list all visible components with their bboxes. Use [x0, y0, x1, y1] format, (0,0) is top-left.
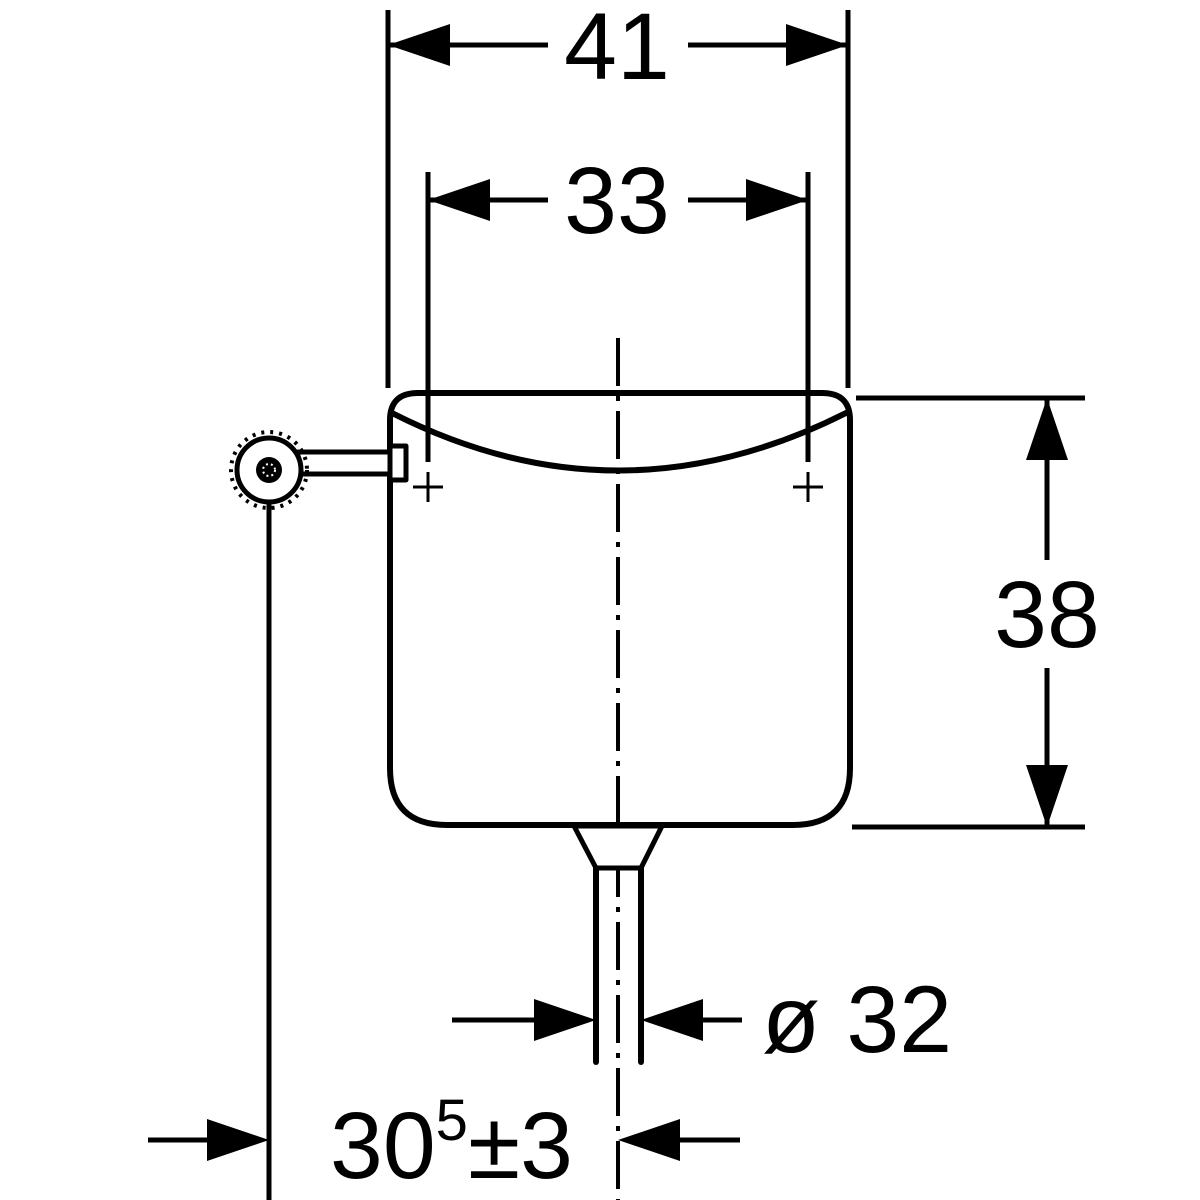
dimension-fixing-width: 33	[425, 148, 811, 462]
dimension-outlet-diameter: ø 32	[452, 967, 952, 1073]
arrowhead-left-icon	[641, 999, 703, 1041]
valve-center-texture-icon	[262, 463, 276, 477]
arrowhead-up-icon	[1026, 398, 1068, 460]
arrowhead-right-icon	[207, 1119, 269, 1161]
dimension-label-33: 33	[564, 148, 670, 254]
inlet-bulkhead-fitting	[387, 443, 409, 483]
arrowhead-right-icon	[746, 179, 808, 221]
arrowhead-down-icon	[1026, 765, 1068, 827]
flush-height-base: 30	[330, 1093, 436, 1199]
cistern-lip-curve	[389, 410, 849, 474]
arrowhead-right-icon	[786, 24, 848, 66]
outlet-connector	[571, 823, 665, 871]
valve-center-icon	[256, 457, 282, 483]
arrowhead-left-icon	[388, 24, 450, 66]
dimension-label-flush-height: 305±3	[330, 1088, 573, 1199]
water-inlet-assembly	[229, 430, 409, 510]
dimension-flush-bend-height: 305±3	[148, 1088, 740, 1199]
arrowhead-left-icon	[618, 1119, 680, 1161]
flush-height-tolerance: ±3	[468, 1093, 573, 1199]
valve-knurl-ring-icon	[229, 430, 309, 510]
dimension-label-diameter: ø 32	[762, 967, 952, 1073]
arrowhead-right-icon	[534, 999, 596, 1041]
flush-outlet	[571, 823, 665, 1065]
dimension-label-41: 41	[564, 0, 670, 100]
flush-height-superscript: 5	[436, 1088, 468, 1153]
cistern-body	[387, 390, 853, 828]
dimension-label-38: 38	[994, 562, 1100, 668]
dimension-height: 38	[852, 395, 1100, 830]
arrowhead-left-icon	[428, 179, 490, 221]
dimension-overall-width: 41	[385, 0, 851, 388]
cistern-outline	[387, 390, 853, 828]
inlet-pipe	[295, 449, 395, 477]
